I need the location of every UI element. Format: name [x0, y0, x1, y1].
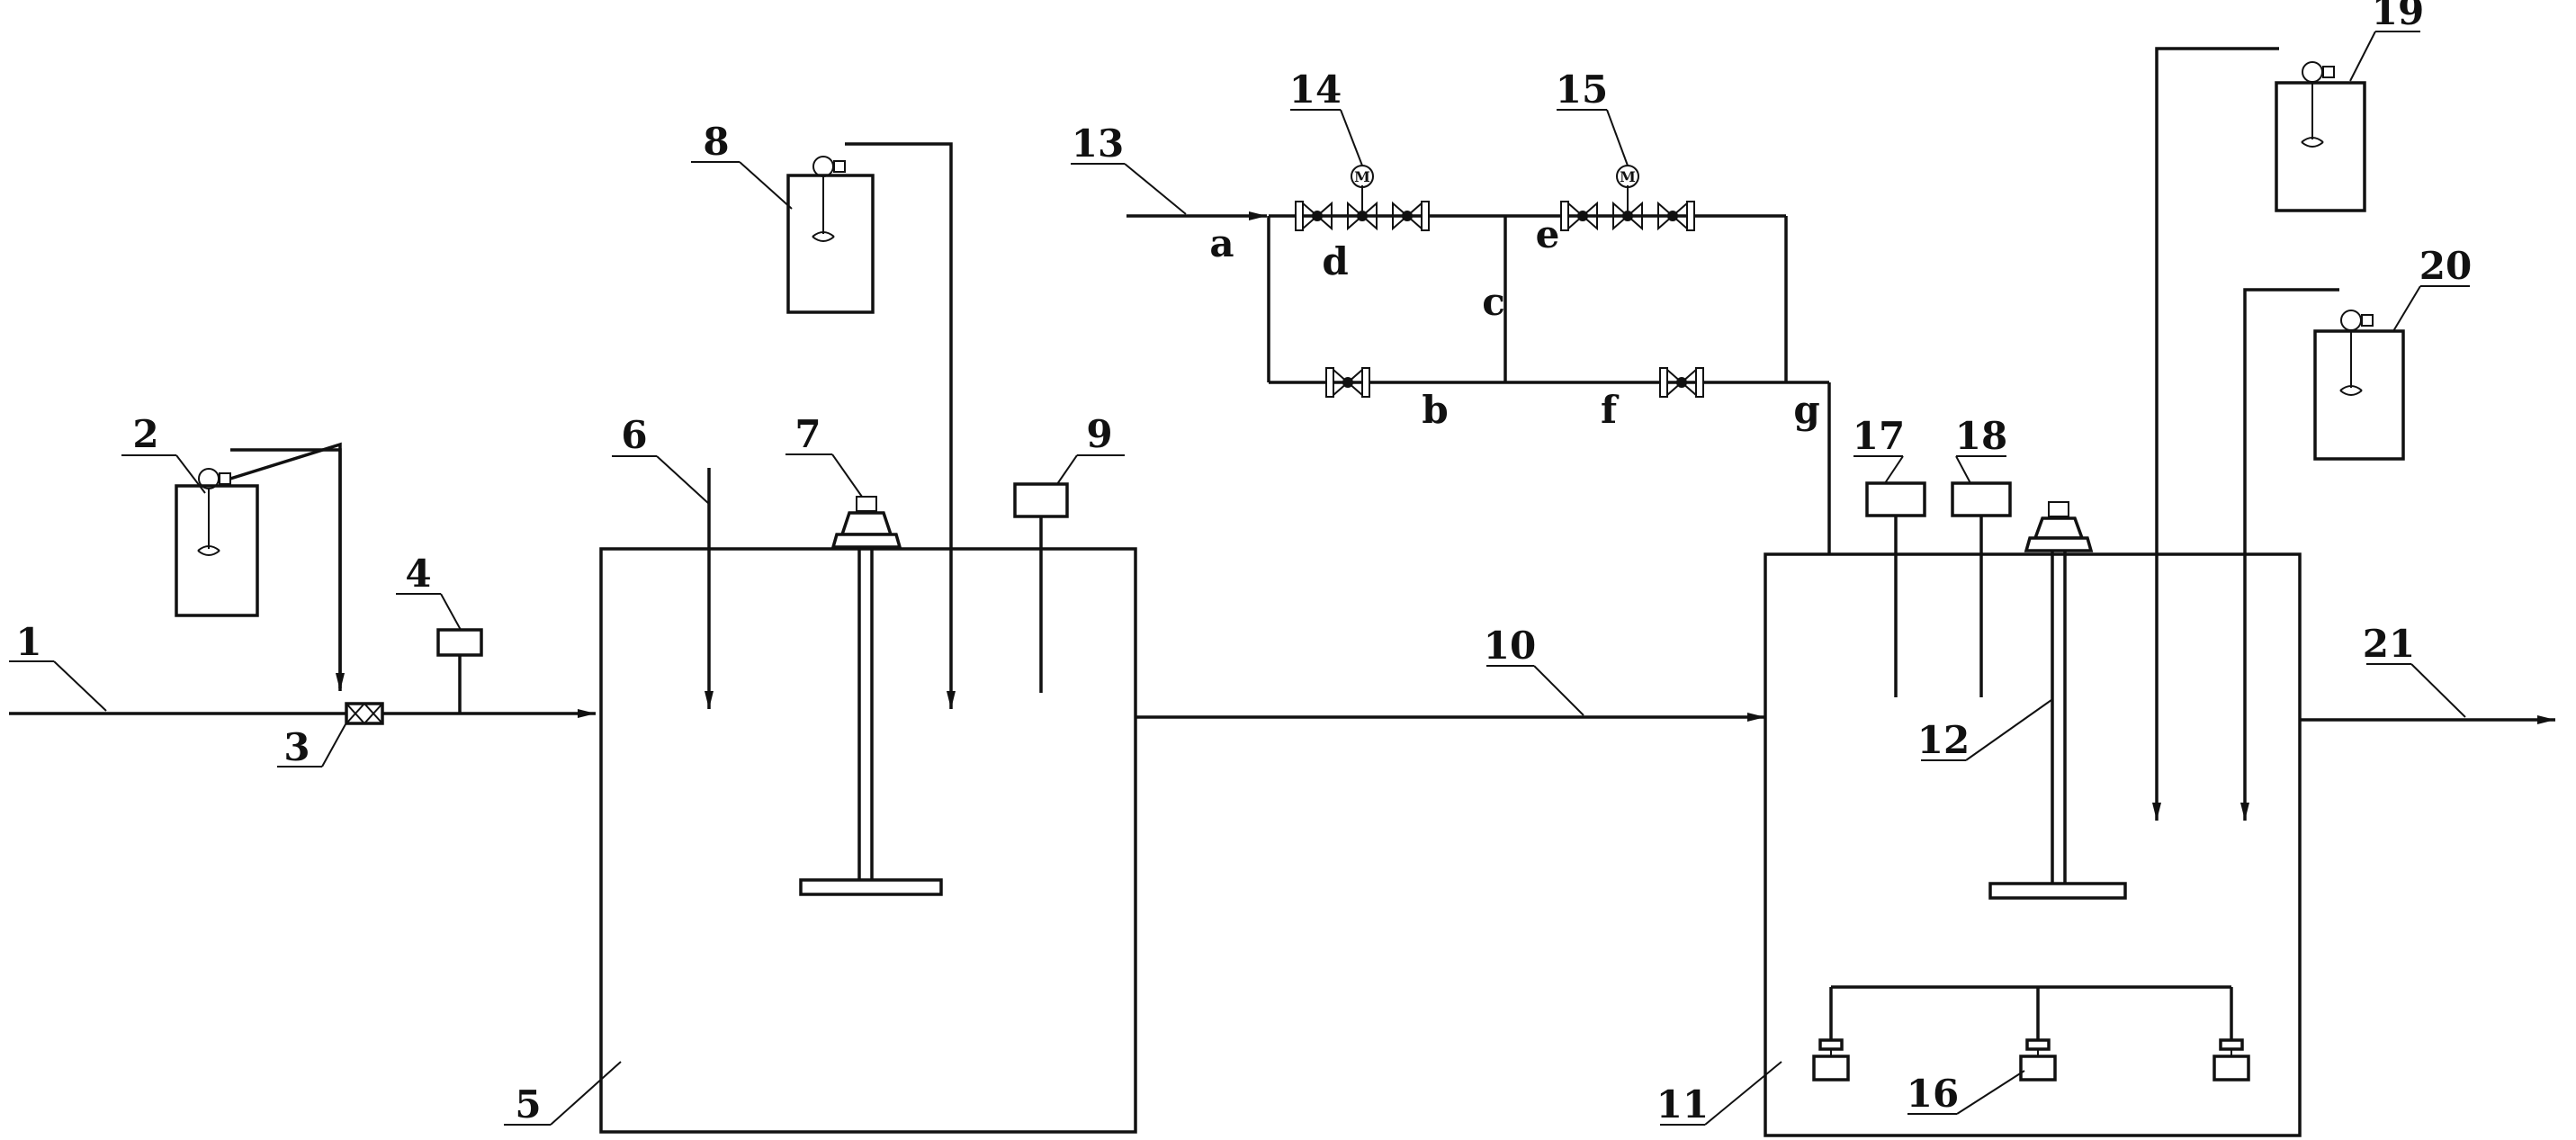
label-10: 10 — [1484, 624, 1536, 668]
tank-11 — [1764, 481, 2302, 1137]
label-a: a — [1209, 221, 1234, 265]
label-7: 7 — [794, 412, 821, 456]
dosing-tank-8 — [786, 142, 956, 709]
letter-labels: a b c d e f g — [1209, 212, 1819, 432]
instrument-4 — [436, 628, 483, 714]
dosing-tank-19 — [2152, 47, 2366, 821]
label-12: 12 — [1917, 718, 1970, 762]
label-3: 3 — [283, 725, 310, 769]
tank-5 — [599, 468, 1137, 1134]
label-5: 5 — [515, 1082, 541, 1127]
label-6: 6 — [621, 413, 647, 457]
label-g: g — [1793, 388, 1819, 432]
label-11: 11 — [1656, 1082, 1709, 1127]
label-b: b — [1422, 388, 1448, 432]
main-flow-lines — [9, 709, 2555, 724]
label-20: 20 — [2419, 244, 2472, 288]
label-8: 8 — [703, 120, 729, 164]
dosing-tank-2 — [175, 442, 342, 688]
static-mixer-3 — [345, 702, 384, 725]
label-19: 19 — [2372, 0, 2424, 33]
label-15: 15 — [1556, 67, 1608, 112]
dosing-tank-20 — [2240, 288, 2405, 821]
label-e: e — [1536, 212, 1560, 256]
label-18: 18 — [1955, 414, 2007, 458]
motor-mark-14: M — [1354, 168, 1370, 185]
label-2: 2 — [132, 412, 158, 456]
number-labels: 1 2 3 4 5 6 7 8 9 10 11 12 13 14 15 16 1… — [15, 0, 2472, 1127]
label-17: 17 — [1853, 414, 1905, 458]
label-f: f — [1601, 388, 1620, 432]
label-14: 14 — [1289, 67, 1342, 112]
label-13: 13 — [1072, 121, 1124, 166]
motor-mark-15: M — [1620, 168, 1636, 185]
label-d: d — [1322, 239, 1348, 283]
label-21: 21 — [2363, 622, 2415, 666]
label-9: 9 — [1086, 412, 1112, 456]
label-4: 4 — [405, 552, 431, 596]
label-16: 16 — [1907, 1072, 1959, 1116]
leader-lines — [9, 31, 2470, 1126]
label-c: c — [1482, 280, 1505, 324]
label-1: 1 — [15, 620, 41, 664]
dosing-line-2 — [230, 448, 345, 691]
